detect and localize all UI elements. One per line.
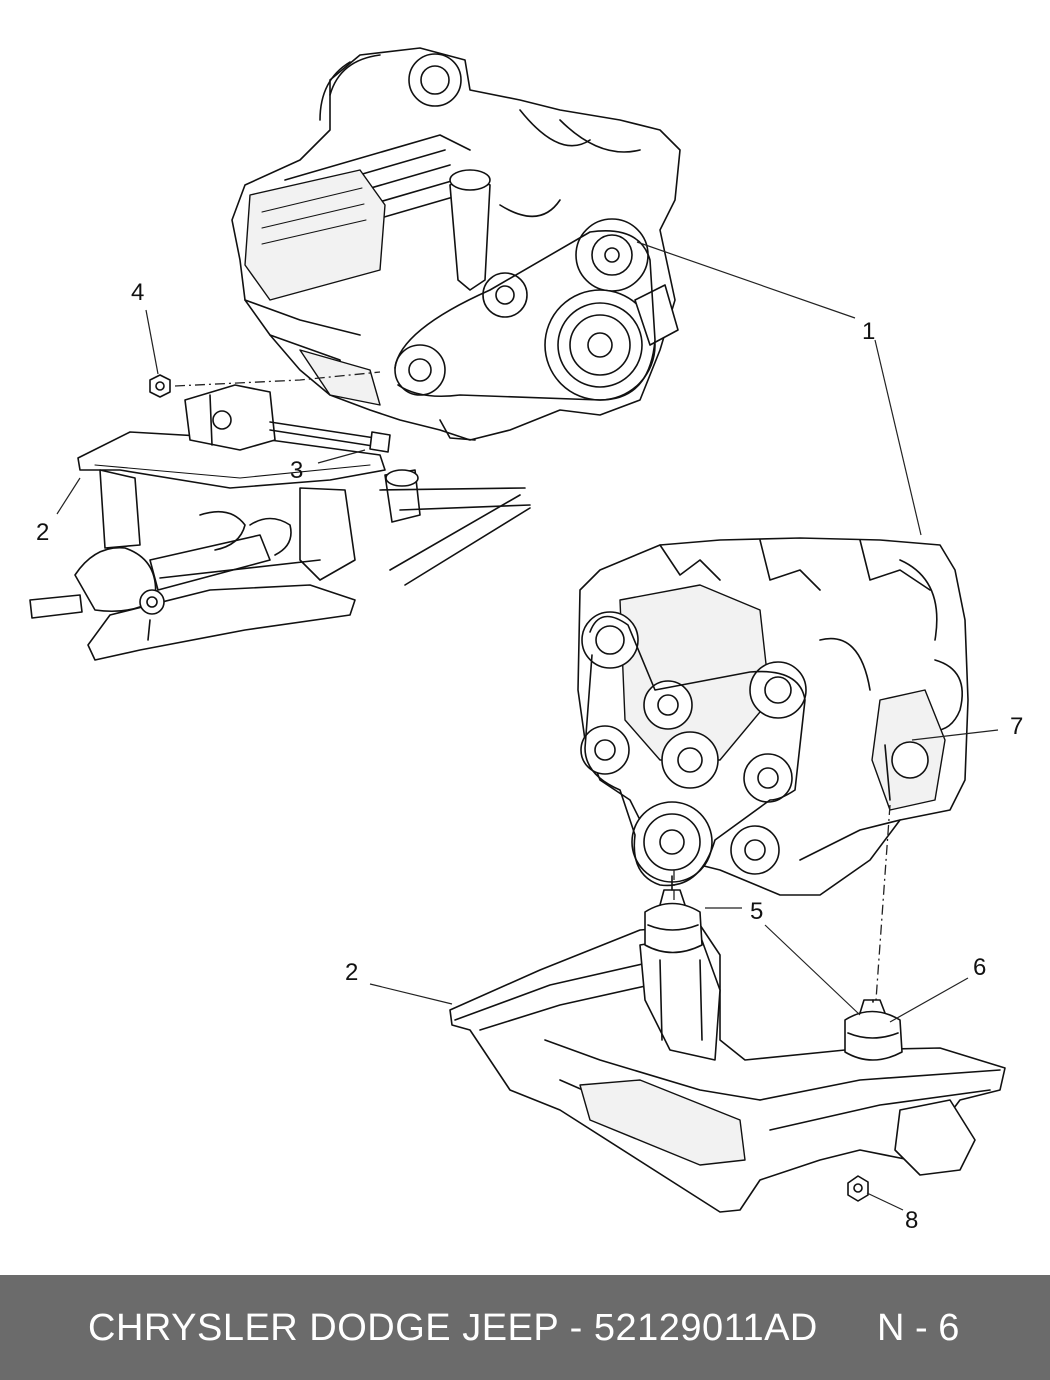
part-number-title: CHRYSLER DODGE JEEP - 52129011AD	[88, 1307, 818, 1349]
callout-5: 5	[750, 898, 763, 925]
callout-8: 8	[905, 1207, 918, 1234]
engine-mount-6-right	[844, 999, 903, 1061]
callout-3: 3	[290, 457, 303, 484]
engine-bottom	[577, 537, 969, 896]
engine-mount-5-left	[644, 875, 703, 954]
page-reference: N - 6	[877, 1307, 960, 1349]
front-crossmember	[449, 924, 1006, 1213]
leader-lines	[56, 241, 999, 1211]
parts-diagram: 1 2 2 3 4 5 6 7 8	[29, 47, 1023, 1234]
callout-2-upper: 2	[36, 519, 49, 546]
footer-bar	[0, 1275, 1050, 1380]
bolt-3	[269, 421, 391, 453]
nut-4	[149, 374, 171, 398]
engine-top	[231, 47, 681, 441]
callout-6: 6	[973, 954, 986, 981]
callout-7: 7	[1010, 713, 1023, 740]
front-axle-crossmember	[29, 384, 531, 661]
callout-2-lower: 2	[345, 959, 358, 986]
callout-1: 1	[862, 318, 875, 345]
callout-4: 4	[131, 279, 144, 306]
nut-8	[847, 1175, 869, 1202]
